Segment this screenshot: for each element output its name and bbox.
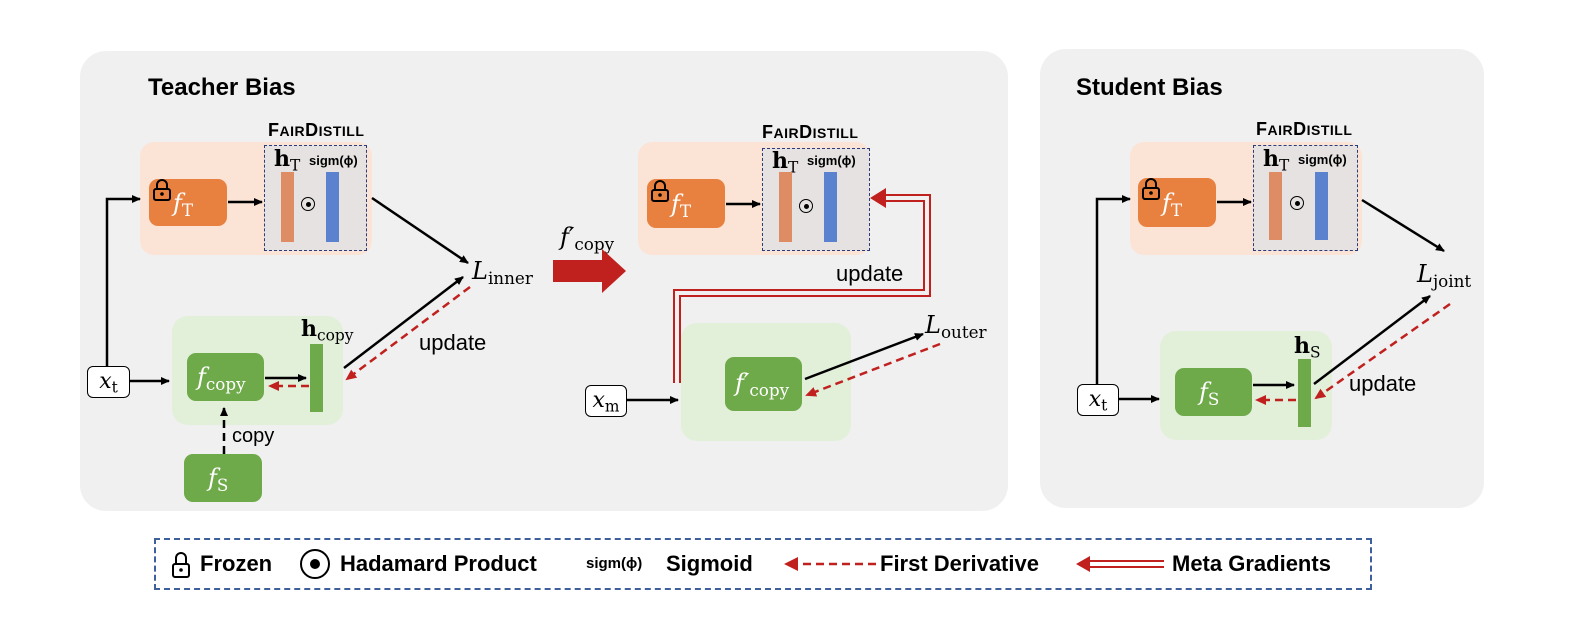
- meta-flow-arrows: [626, 200, 924, 404]
- sigm-label-1: sigm(ϕ): [309, 153, 358, 168]
- hadamard-icon-3: [1290, 196, 1304, 210]
- f-s-label-2: fS: [1199, 378, 1220, 410]
- f-s-box-2: fS: [1175, 368, 1252, 416]
- teacher-bias-title: Teacher Bias: [148, 74, 296, 101]
- fairdistill-label-2: FAIRDISTILL: [762, 122, 859, 142]
- h-copy-label: hcopy: [301, 316, 354, 345]
- f-s-label-1: fS: [208, 464, 229, 496]
- update-label-2: update: [836, 261, 904, 286]
- teacher-model-box-1: fT: [149, 179, 227, 226]
- fairdistill-label-3: FAIRDISTILL: [1256, 119, 1353, 139]
- copy-label: copy: [232, 425, 275, 447]
- legend-first-derivative: First Derivative: [880, 551, 1039, 576]
- meta-gradient-arrow: [673, 194, 931, 383]
- update-label-1: update: [419, 330, 487, 355]
- hadamard-icon-2: [799, 199, 813, 213]
- h-t-bar-1: [281, 172, 294, 242]
- legend-frozen: Frozen: [200, 551, 273, 576]
- h-s-bar: [1298, 359, 1311, 427]
- f-copy-label: fcopy: [197, 363, 246, 395]
- hadamard-icon-1: [301, 197, 315, 211]
- teacher-flow-arrows: [105, 195, 469, 454]
- h-copy-bar: [310, 344, 323, 412]
- h-t-bar-3: [1269, 172, 1282, 240]
- f-t-label-1: fT: [173, 189, 194, 221]
- h-t-label-1: hT: [274, 146, 301, 175]
- l-inner-label: Linner: [472, 257, 533, 289]
- legend: Frozen Hadamard Product sigm(ϕ) Sigmoid …: [154, 538, 1372, 590]
- first-derivative-arrows-1: [268, 285, 471, 391]
- l-outer-label: Louter: [925, 311, 987, 343]
- lock-icon: [153, 179, 171, 201]
- f-copy-box: fcopy: [187, 353, 264, 401]
- teacher-bias-panel: [80, 51, 1008, 511]
- first-derivative-legend-arrow: [784, 557, 876, 571]
- sigm-bar-2: [824, 172, 837, 242]
- sigm-label-2: sigm(ϕ): [807, 153, 856, 168]
- l-joint-label: Ljoint: [1417, 260, 1472, 292]
- meta-gradient-arrowhead: [870, 188, 886, 208]
- update-label-3: update: [1349, 371, 1417, 396]
- hadamard-icon: [300, 549, 330, 579]
- f-t-label-2: fT: [671, 190, 692, 222]
- sigm-bar-3: [1315, 172, 1328, 240]
- f-copy-prime-arrow-label: f′copy: [560, 223, 615, 255]
- f-copy-prime-box: f′copy: [725, 357, 802, 411]
- x-t-input-2: xt: [1077, 384, 1119, 416]
- student-flow-arrows: [1095, 195, 1445, 403]
- legend-sigm: sigm(ϕ): [586, 555, 643, 572]
- lock-icon: [651, 180, 669, 202]
- h-t-label-3: hT: [1263, 146, 1290, 175]
- h-t-bar-2: [779, 172, 792, 242]
- x-m-input: xm: [585, 385, 627, 417]
- h-t-label-2: hT: [772, 148, 799, 177]
- legend-hadamard: Hadamard Product: [340, 551, 537, 576]
- h-s-label: hS: [1294, 333, 1321, 362]
- teacher-model-box-3: fT: [1138, 178, 1216, 227]
- f-t-label-3: fT: [1162, 189, 1183, 221]
- fairdistill-label-1: FAIRDISTILL: [268, 120, 365, 140]
- sigm-label-3: sigm(ϕ): [1298, 152, 1347, 167]
- first-derivative-arrows-2: [805, 342, 941, 397]
- teacher-model-box-2: fT: [647, 179, 725, 228]
- sigm-bar-1: [326, 172, 339, 242]
- lock-icon: [1142, 178, 1160, 200]
- transfer-arrow: [553, 249, 626, 293]
- f-copy-prime-label: f′copy: [735, 369, 790, 401]
- student-bias-title: Student Bias: [1076, 74, 1223, 101]
- legend-sigmoid: Sigmoid: [666, 551, 753, 576]
- meta-gradients-legend-arrow: [1076, 556, 1164, 572]
- lock-icon: [172, 552, 190, 578]
- f-s-box-1: fS: [184, 454, 262, 502]
- x-t-input-1: xt: [87, 366, 130, 398]
- first-derivative-arrows-3: [1255, 302, 1451, 405]
- legend-meta-gradients: Meta Gradients: [1172, 551, 1331, 576]
